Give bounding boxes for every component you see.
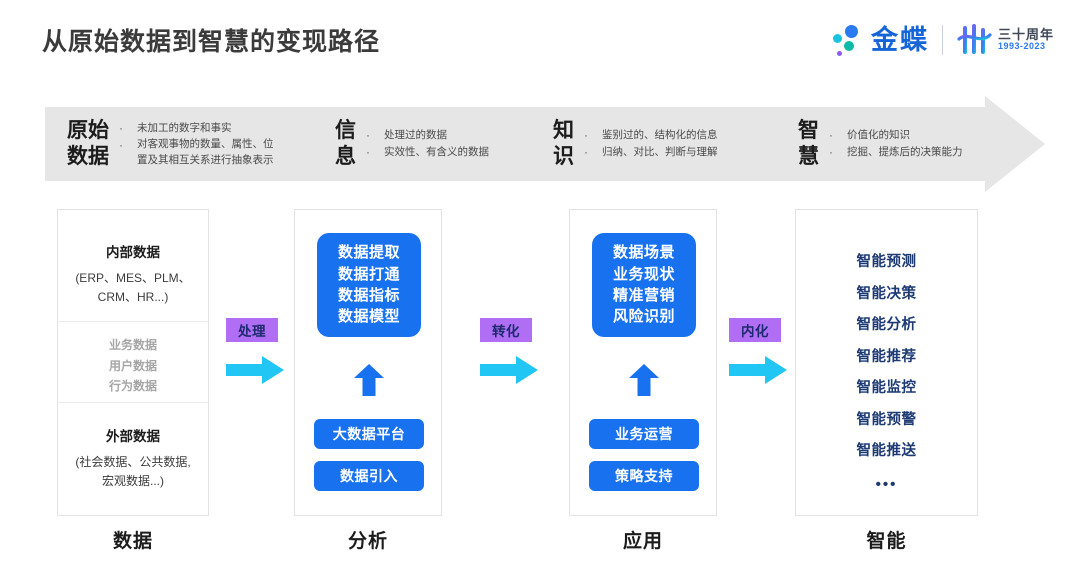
application-pill-operations[interactable]: 业务运营 — [589, 419, 699, 449]
brand-divider — [941, 25, 943, 55]
banner-segment-wisdom: 智 慧 · 价值化的知识 · 挖掘、提炼后的决策能力 — [798, 107, 963, 181]
card-intelligence: 智能预测 智能决策 智能分析 智能推荐 智能监控 智能预警 智能推送 ••• — [795, 209, 978, 516]
page-title: 从原始数据到智慧的变现路径 — [42, 28, 381, 56]
banner-bullet: · 实效性、有含义的数据 — [366, 144, 489, 161]
internal-data-subtitle: (ERP、MES、PLM、 CRM、HR...) — [75, 271, 191, 304]
brand-logo: 金蝶 三十周年 1993-2023 — [831, 20, 1054, 60]
intelligence-item: 智能推荐 — [856, 348, 917, 365]
brand-name: 金蝶 — [870, 24, 929, 55]
right-arrow-icon — [729, 356, 787, 384]
bullet-dot-icon: · — [829, 127, 833, 142]
kingdee-dots-icon — [831, 23, 865, 57]
anniversary-mark-icon — [956, 22, 992, 58]
column-label-analysis: 分析 — [347, 531, 388, 552]
banner-segment-bullets: · 价值化的知识 · 挖掘、提炼后的决策能力 — [829, 127, 963, 162]
column-label-intelligence: 智能 — [866, 531, 907, 552]
analysis-capability-box: 数据提取 数据打通 数据指标 数据模型 — [317, 233, 421, 337]
intelligence-more-ellipsis: ••• — [875, 475, 898, 493]
capability-item: 数据打通 — [337, 265, 400, 283]
card-application: 数据场景 业务现状 精准营销 风险识别 业务运营 策略支持 — [569, 209, 717, 516]
banner-bullet: · 未加工的数字和事实 — [119, 120, 274, 137]
intelligence-list: 智能预测 智能决策 智能分析 智能推荐 智能监控 智能预警 智能推送 ••• — [796, 210, 977, 493]
column-label-application: 应用 — [622, 531, 663, 552]
capability-item: 数据提取 — [337, 244, 400, 262]
banner-segment-title: 原始 数据 — [67, 119, 109, 168]
right-arrow-icon — [480, 356, 538, 384]
connector-label: 转化 — [480, 318, 532, 342]
banner-bullet: · 处理过的数据 — [366, 127, 489, 144]
connector-label: 处理 — [226, 318, 278, 342]
banner-bullet: · 价值化的知识 — [829, 127, 963, 144]
capability-item: 数据模型 — [337, 308, 400, 326]
intelligence-item: 智能分析 — [856, 317, 917, 333]
capability-item: 业务现状 — [612, 265, 675, 283]
intelligence-item: 智能预测 — [856, 254, 917, 270]
internal-data-section: 内部数据 (ERP、MES、PLM、 CRM、HR...) — [58, 210, 208, 322]
bullet-dot-icon: · — [119, 121, 123, 136]
bullet-dot-icon: · — [119, 138, 123, 153]
banner-bullet: · 归纳、对比、判断与理解 — [584, 144, 718, 161]
banner-segment-title: 知 识 — [553, 119, 574, 168]
column-label-data: 数据 — [112, 531, 153, 552]
connector-internalization: 内化 — [729, 318, 793, 384]
internal-data-title: 内部数据 — [106, 245, 160, 260]
connector-transformation: 转化 — [480, 318, 544, 384]
bullet-dot-icon: · — [584, 127, 588, 142]
bullet-dot-icon: · — [366, 127, 370, 142]
connector-label: 内化 — [729, 318, 781, 342]
banner-arrow-shape — [45, 96, 1045, 192]
page-header: 从原始数据到智慧的变现路径 金蝶 三十周 — [0, 0, 1080, 90]
intelligence-item: 智能监控 — [856, 380, 917, 396]
external-data-title: 外部数据 — [106, 429, 160, 444]
dikw-banner: 原始 数据 · 未加工的数字和事实 · 对客观事物的数量、属性、位 置及其相互关… — [45, 96, 1045, 192]
analysis-pill-ingestion[interactable]: 数据引入 — [314, 461, 424, 491]
data-type-item: 用户数据 — [108, 358, 157, 373]
right-arrow-icon — [226, 356, 284, 384]
capability-item: 风险识别 — [612, 308, 675, 326]
capability-item: 数据场景 — [612, 244, 675, 262]
anniversary-text: 三十周年 1993-2023 — [998, 28, 1054, 51]
bullet-dot-icon: · — [366, 145, 370, 159]
data-type-item: 业务数据 — [108, 338, 157, 352]
card-analysis: 数据提取 数据打通 数据指标 数据模型 大数据平台 数据引入 — [294, 209, 442, 516]
external-data-section: 外部数据 (社会数据、公共数据, 宏观数据...) — [58, 403, 208, 490]
banner-segment-bullets: · 鉴别过的、结构化的信息 · 归纳、对比、判断与理解 — [584, 127, 718, 162]
banner-segment-raw-data: 原始 数据 · 未加工的数字和事实 · 对客观事物的数量、属性、位 置及其相互关… — [67, 107, 335, 181]
up-arrow-icon — [354, 364, 384, 396]
anniversary-years: 1993-2023 — [997, 41, 1046, 52]
external-data-subtitle: (社会数据、公共数据, 宏观数据...) — [75, 455, 191, 488]
application-capability-box: 数据场景 业务现状 精准营销 风险识别 — [592, 233, 696, 337]
banner-bullet: · 挖掘、提炼后的决策能力 — [829, 144, 963, 161]
intelligence-item: 智能预警 — [856, 411, 917, 428]
bullet-dot-icon: · — [829, 145, 833, 159]
intelligence-item: 智能决策 — [856, 285, 917, 302]
application-pill-strategy[interactable]: 策略支持 — [589, 461, 699, 491]
data-type-item: 行为数据 — [108, 379, 157, 394]
banner-segment-bullets: · 未加工的数字和事实 · 对客观事物的数量、属性、位 置及其相互关系进行抽象表… — [119, 120, 274, 168]
banner-segment-knowledge: 知 识 · 鉴别过的、结构化的信息 · 归纳、对比、判断与理解 — [553, 107, 798, 181]
analysis-pill-platform[interactable]: 大数据平台 — [314, 419, 424, 449]
anniversary-title: 三十周年 — [997, 27, 1054, 43]
banner-segment-title: 信 息 — [335, 119, 356, 168]
capability-item: 精准营销 — [612, 287, 675, 304]
connector-processing: 处理 — [226, 318, 290, 384]
card-data: 内部数据 (ERP、MES、PLM、 CRM、HR...) 业务数据 用户数据 … — [57, 209, 209, 516]
banner-segments: 原始 数据 · 未加工的数字和事实 · 对客观事物的数量、属性、位 置及其相互关… — [45, 107, 985, 181]
capability-item: 数据指标 — [337, 287, 400, 304]
intelligence-item: 智能推送 — [856, 443, 917, 459]
data-types-section: 业务数据 用户数据 行为数据 — [58, 322, 208, 403]
banner-segment-bullets: · 处理过的数据 · 实效性、有含义的数据 — [366, 127, 489, 162]
banner-bullet: · 鉴别过的、结构化的信息 — [584, 127, 718, 144]
banner-bullet: · 对客观事物的数量、属性、位 置及其相互关系进行抽象表示 — [119, 138, 274, 166]
up-arrow-icon — [629, 364, 659, 396]
banner-segment-information: 信 息 · 处理过的数据 · 实效性、有含义的数据 — [335, 107, 553, 181]
banner-segment-title: 智 慧 — [798, 119, 819, 168]
bullet-dot-icon: · — [584, 145, 588, 159]
